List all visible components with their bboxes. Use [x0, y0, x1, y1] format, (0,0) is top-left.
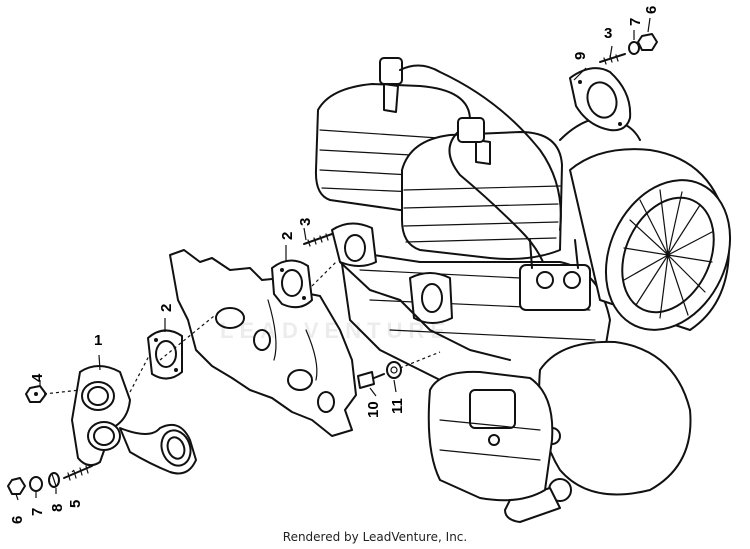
gasket-lower	[147, 329, 183, 380]
leader-lines	[15, 17, 651, 501]
bolt-10	[357, 371, 385, 389]
callout-3-top: 3	[604, 25, 613, 42]
lock-washer-bottom	[48, 472, 60, 488]
ignition-coil	[519, 239, 591, 311]
callout-3-mid: 3	[297, 217, 314, 226]
nut-bottom	[7, 477, 26, 495]
callout-1: 1	[94, 332, 103, 349]
callout-2-left: 2	[158, 303, 175, 312]
callout-7-top: 7	[627, 17, 644, 26]
washer-bottom	[29, 476, 43, 492]
watermark-text: LEADVENTURE	[220, 318, 452, 343]
callout-10: 10	[365, 401, 382, 418]
stud-bottom	[63, 465, 93, 481]
carburetor-housing	[427, 370, 554, 502]
stud-top-right	[599, 53, 626, 65]
fan-housing	[569, 148, 732, 331]
washer-11	[386, 361, 402, 379]
nut-top-right	[637, 33, 658, 51]
exhaust-ports	[331, 222, 511, 361]
spark-plug-rear	[379, 57, 562, 231]
callout-6-top: 6	[643, 5, 660, 14]
stud-middle	[303, 233, 333, 247]
recoil-starter	[504, 340, 692, 523]
callout-9: 9	[572, 51, 589, 60]
nut-left	[25, 385, 47, 403]
gasket-upper	[271, 259, 313, 309]
callout-5: 5	[67, 499, 84, 508]
callout-11: 11	[389, 398, 406, 414]
footer-credit: Rendered by LeadVenture, Inc.	[282, 530, 468, 544]
gasket-top-right	[569, 67, 632, 132]
callout-6-bottom: 6	[9, 515, 26, 524]
callout-8: 8	[49, 503, 66, 512]
washer-top-right	[628, 41, 640, 55]
callout-7-bottom: 7	[29, 507, 46, 516]
callout-2-mid: 2	[279, 231, 296, 240]
spark-plug-front	[448, 117, 549, 281]
callout-4: 4	[29, 373, 46, 382]
exhaust-manifold	[71, 365, 197, 475]
